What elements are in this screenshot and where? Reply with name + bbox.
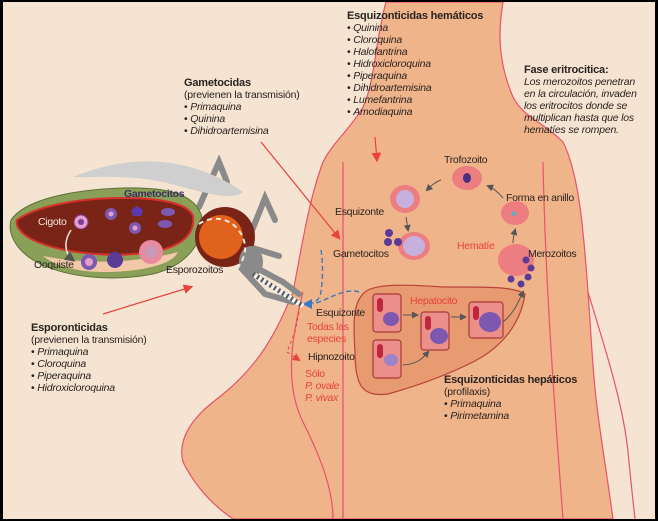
drug-item: Dihidroartemisina	[347, 82, 483, 94]
human-body-silhouette	[181, 2, 614, 519]
drug-item: Hidroxicloroquina	[347, 58, 483, 70]
diagram-canvas: Esquizonticidas hemáticos Quinina Cloroq…	[3, 2, 655, 519]
drug-item: Piperaquina	[347, 70, 483, 82]
cycle-arrow-1	[425, 179, 442, 192]
zygote-cells	[73, 206, 175, 234]
liver-arrow-3	[402, 350, 430, 366]
merozoite-cell	[498, 244, 535, 288]
trophozoite-cell	[452, 166, 482, 190]
cycle-arrow-2	[486, 184, 504, 199]
hepatocyte-1	[372, 293, 402, 333]
liver-schizont-label: Esquizonte	[316, 307, 365, 319]
erythrocytic-phase-line: multiplican hasta que los	[524, 112, 634, 124]
hepatocyte-2	[420, 311, 450, 351]
arm-outline	[290, 291, 334, 519]
mosquito-gametocytes-label: Gametocitos	[124, 188, 185, 200]
trophozoite-label: Trofozoito	[444, 154, 488, 166]
hypnozoite-label: Hipnozoito	[308, 351, 355, 363]
erythrocytic-phase-line: Los merozoitos penetran	[524, 76, 635, 88]
gametocides-subtitle: (previenen la transmisión)	[184, 89, 300, 101]
hepatocyte-hypnozoite	[372, 339, 402, 379]
mosquito-head	[239, 246, 263, 278]
torso-line-right	[542, 161, 564, 519]
gametocyte-cell	[384, 229, 430, 260]
oocyst-label: Ooquiste	[34, 259, 74, 271]
transmission-path	[302, 249, 324, 309]
erythrocytic-phase-line: en la circulación, invaden	[524, 88, 637, 100]
hepatocyte-3	[468, 301, 504, 339]
sporonticides-subtitle: (previenen la transmisión)	[31, 334, 147, 346]
schizont-label: Esquizonte	[335, 206, 384, 218]
zygote-label: Cigoto	[38, 216, 67, 228]
drug-item: Primaquina	[184, 101, 300, 113]
gametocide-arrow	[260, 141, 341, 240]
drug-item: Quinina	[184, 113, 300, 125]
gametocides-list: Primaquina Quinina Dihidroartemisina	[184, 101, 300, 137]
drug-item: Quinina	[347, 22, 483, 34]
gametocytes-label: Gametocitos	[333, 248, 389, 260]
drug-item: Piperaquina	[31, 370, 147, 382]
drug-item: Dihidroartemisina	[184, 125, 300, 137]
sporonticide-arrow	[102, 284, 194, 315]
cycle-arrow-4	[403, 216, 411, 232]
all-species-label-1: Todas las	[307, 321, 349, 333]
mosquito-proboscis	[251, 271, 305, 309]
transmission-path-2	[312, 290, 360, 305]
hepatocyte-label: Hepatocito	[410, 295, 458, 307]
ring-form-label: Forma en anillo	[506, 192, 574, 204]
blood-schizonticides-title: Esquizonticidas hemáticos	[347, 10, 484, 22]
liver-schizonticides-title: Esquizonticidas hepáticos	[444, 374, 578, 386]
drug-item: Pirimetamina	[444, 410, 577, 422]
schizont-cell	[390, 185, 420, 213]
erythrocytic-phase-line: hematíes se rompen.	[524, 124, 619, 136]
drug-item: Primaquina	[444, 398, 577, 410]
ring-form-cell	[501, 201, 529, 225]
species-arrow	[286, 311, 301, 362]
liver-schizonticides-list: Primaquina Pirimetamina	[444, 398, 577, 422]
red-cell-label: Hematíe	[457, 240, 495, 252]
liver-schizonticides-annotation: Esquizonticidas hepáticos (profilaxis) P…	[444, 374, 577, 422]
mosquito-thorax-inner	[199, 215, 243, 259]
erythrocytic-phase-annotation: Fase eritrocitica: Los merozoitos penetr…	[524, 64, 637, 136]
right-arm-outline	[587, 291, 636, 519]
gametocides-annotation: Gametocidas (previenen la transmisión) P…	[184, 77, 300, 137]
cycle-arrow-3	[510, 228, 518, 244]
oocyst-cells	[81, 240, 163, 270]
zygote-to-oocyst-arrow	[63, 229, 76, 262]
drug-item: Lumefantrina	[347, 94, 483, 106]
liver-arrow-out	[502, 290, 524, 323]
gametocides-title: Gametocidas	[184, 77, 251, 89]
only-label: Sólo	[305, 368, 325, 380]
p-vivax-label: P. vivax	[305, 392, 339, 404]
drug-item: Cloroquina	[31, 358, 147, 370]
erythrocytic-phase-line: los eritrocitos donde se	[524, 100, 628, 112]
drug-item: Primaquina	[31, 346, 147, 358]
mosquito-wing	[73, 161, 243, 197]
blood-schizonticides-annotation: Esquizonticidas hemáticos Quinina Cloroq…	[347, 10, 483, 118]
blood-schizonticides-list: Quinina Cloroquina Halofantrina Hidroxic…	[347, 22, 483, 118]
drug-item: Amodiaquina	[347, 106, 483, 118]
sporonticides-title: Esporonticidas	[31, 322, 108, 334]
sporonticides-annotation: Esporonticidas (previenen la transmisión…	[31, 322, 147, 394]
liver-schizonticides-subtitle: (profilaxis)	[444, 386, 491, 398]
all-species-label-2: especies	[307, 333, 347, 345]
sporonticides-list: Primaquina Cloroquina Piperaquina Hidrox…	[31, 346, 147, 394]
drug-item: Cloroquina	[347, 34, 483, 46]
sporozoites-label: Esporozoitos	[166, 264, 224, 276]
illustration	[9, 2, 636, 519]
blood-schizonticide-arrow	[371, 136, 382, 163]
drug-item: Hidroxicloroquina	[31, 382, 147, 394]
drug-item: Halofantrina	[347, 46, 483, 58]
erythrocytic-phase-title: Fase eritrocitica:	[524, 64, 609, 76]
merozoites-label: Merozoitos	[528, 248, 577, 260]
p-ovale-label: P. ovale	[305, 380, 340, 392]
